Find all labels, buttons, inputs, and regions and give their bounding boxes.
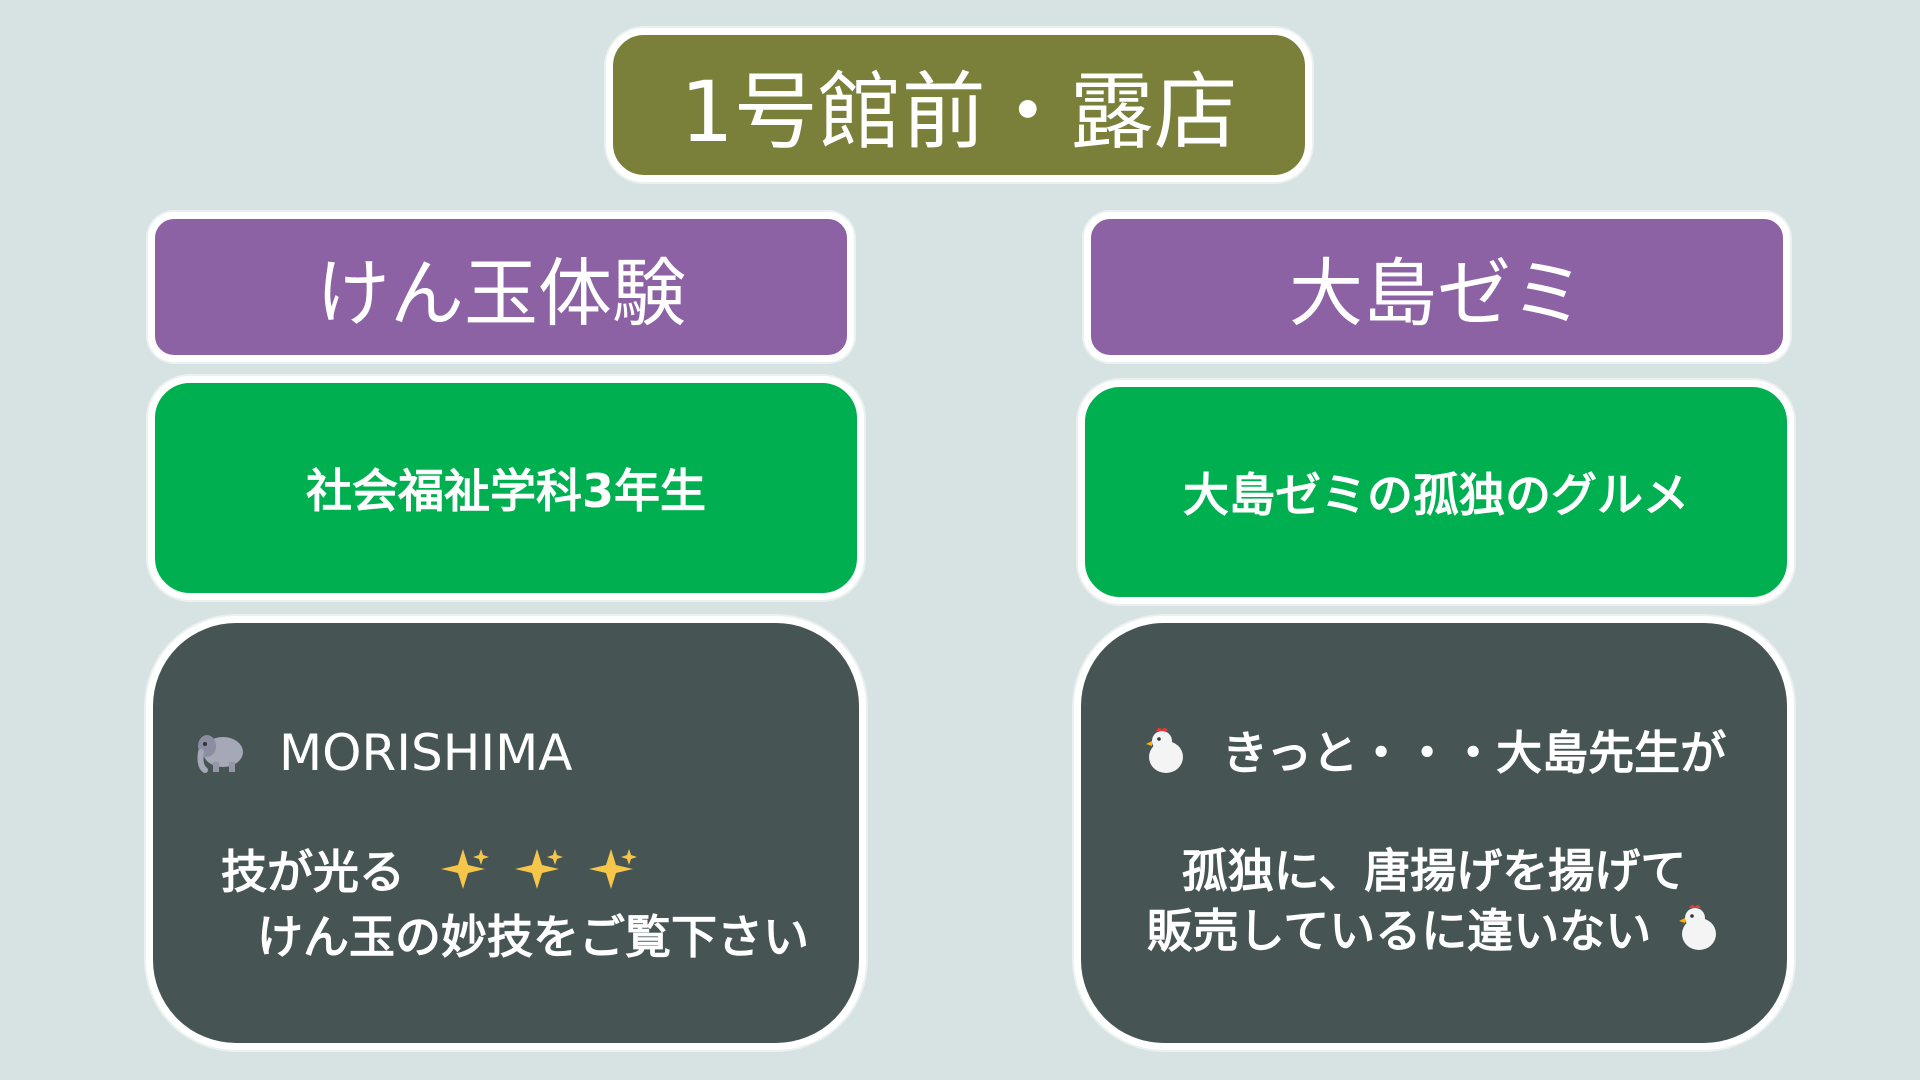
left-line1-row: 技が光る [153, 842, 859, 906]
right-header-label: 大島ゼミ [1289, 250, 1585, 337]
right-line3: 販売しているに違いない [1146, 903, 1652, 958]
left-line1: 技が光る [221, 844, 405, 899]
left-header: けん玉体験 [148, 212, 854, 362]
right-line3-row: 販売しているに違いない [1081, 901, 1787, 967]
sparkles-group [431, 845, 638, 905]
sparkles-icon [585, 845, 638, 905]
right-line1: きっと・・・大島先生が [1221, 726, 1727, 780]
left-line2-row: けん玉の妙技をご覧下さい [153, 907, 859, 967]
elephant-icon [193, 728, 245, 788]
left-name: MORISHIMA [279, 724, 573, 782]
left-subtitle-box: 社会福祉学科3年生 [148, 376, 864, 600]
right-description-box: きっと・・・大島先生が 孤独に、唐揚げを揚げて 販売しているに違いない [1074, 616, 1794, 1050]
right-header: 大島ゼミ [1084, 212, 1790, 362]
left-line2: けん玉の妙技をご覧下さい [257, 910, 809, 964]
right-subtitle: 大島ゼミの孤独のグルメ [1183, 468, 1689, 522]
sparkles-icon [511, 845, 564, 905]
right-subtitle-box: 大島ゼミの孤独のグルメ [1078, 380, 1794, 604]
chicken-icon [1675, 902, 1721, 966]
chicken-icon [1142, 725, 1188, 789]
title-box: 1号館前・露店 [606, 28, 1312, 182]
sparkles-icon [437, 845, 490, 905]
left-subtitle: 社会福祉学科3年生 [305, 464, 706, 518]
right-line1-row: きっと・・・大島先生が [1081, 723, 1787, 789]
left-description-box: MORISHIMA 技が光る けん玉の妙技をご覧下さい [146, 616, 866, 1050]
right-line2-row: 孤独に、唐揚げを揚げて [1081, 841, 1787, 901]
left-header-label: けん玉体験 [316, 250, 686, 337]
left-name-row: MORISHIMA [153, 723, 859, 788]
page-title: 1号館前・露店 [680, 62, 1238, 161]
right-line2: 孤独に、唐揚げを揚げて [1181, 843, 1687, 898]
